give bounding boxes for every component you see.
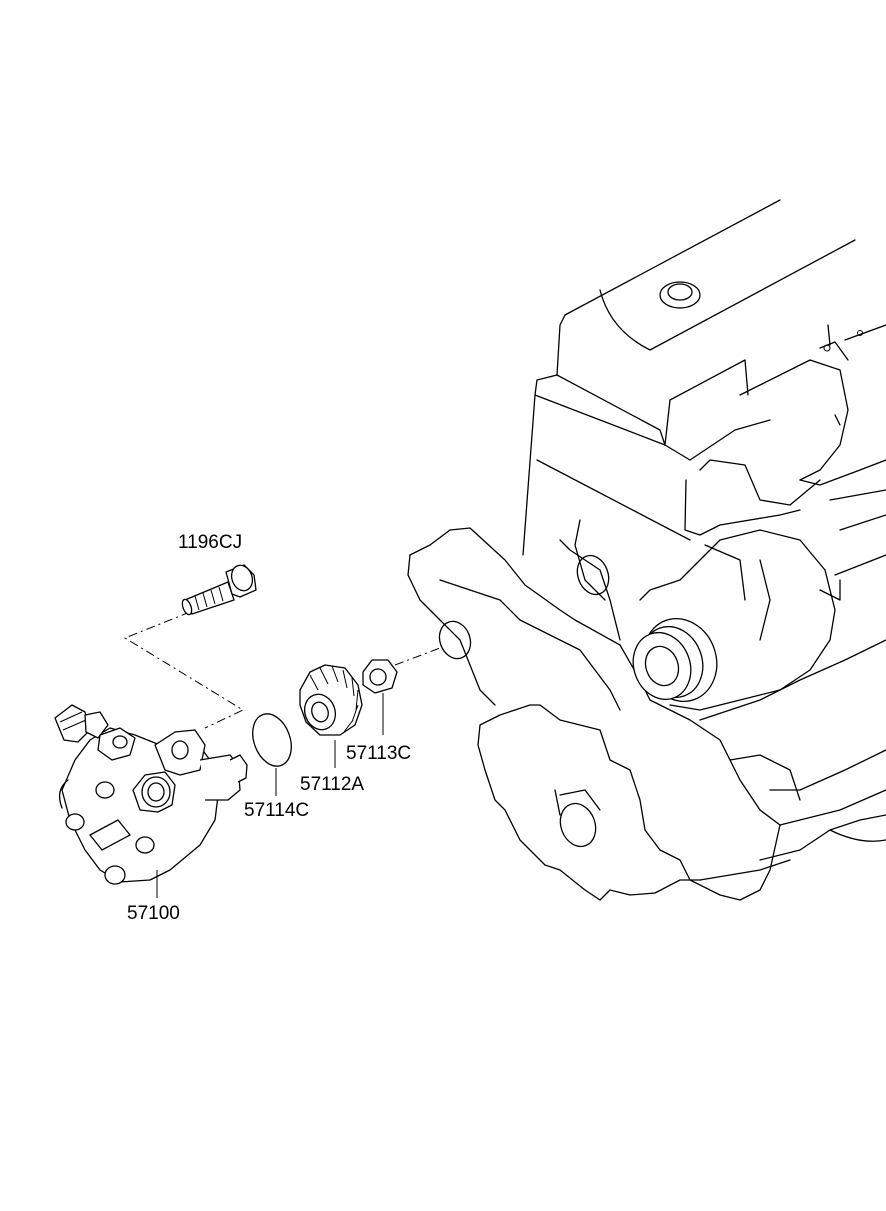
gear-57112a — [299, 664, 363, 768]
label-57100: 57100 — [127, 903, 180, 924]
nut-57113c — [362, 659, 398, 735]
label-57112a: 57112A — [300, 774, 364, 795]
label-1196cj: 1196CJ — [178, 532, 242, 553]
o-ring-57114c — [252, 713, 292, 796]
assembly-lines — [123, 611, 441, 729]
label-57113c: 57113C — [346, 743, 411, 764]
callout-labels: 1196CJ 57100 57114C 57112A 57113C — [127, 532, 411, 924]
bolt-1196cj — [181, 564, 257, 616]
engine-block — [407, 199, 886, 901]
pump-57100 — [54, 704, 248, 898]
label-57114c: 57114C — [244, 800, 309, 821]
